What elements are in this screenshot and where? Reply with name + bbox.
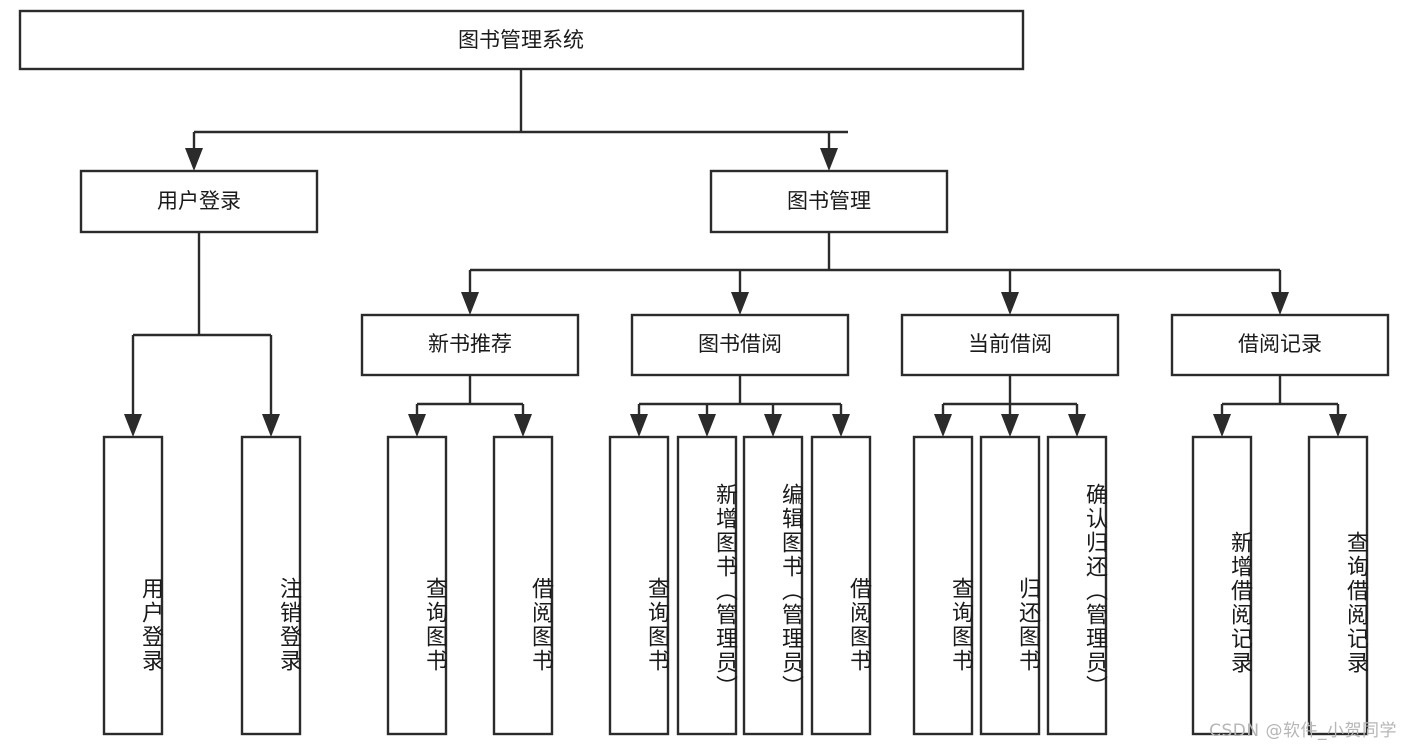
node-borrow-record[interactable]: 借阅记录 bbox=[1170, 313, 1390, 377]
node-root-label: 图书管理系统 bbox=[458, 28, 584, 52]
node-current-borrow[interactable]: 当前借阅 bbox=[900, 313, 1120, 377]
leaf-box-user-login-login[interactable] bbox=[102, 435, 164, 736]
connector-bookmgmt-to-level3 bbox=[461, 232, 1289, 315]
node-book-borrow[interactable]: 图书借阅 bbox=[630, 313, 850, 377]
leaf-box-newbook-borrow[interactable] bbox=[492, 435, 554, 736]
leaf-box-currentborrow-query[interactable] bbox=[912, 435, 974, 736]
connector-bookborrow-to-leaves bbox=[630, 375, 850, 437]
connector-newbook-to-leaves bbox=[408, 375, 532, 437]
node-root[interactable]: 图书管理系统 bbox=[18, 9, 1025, 71]
connector-userlogin-to-leaves bbox=[124, 232, 280, 437]
watermark: CSDN @软件_小贺同学 bbox=[1209, 721, 1397, 741]
leaf-box-user-login-logout[interactable] bbox=[240, 435, 302, 736]
leaf-box-bookborrow-query[interactable] bbox=[608, 435, 670, 736]
node-borrow-record-label: 借阅记录 bbox=[1238, 332, 1322, 356]
connector-borrowrecord-to-leaves bbox=[1213, 375, 1347, 437]
leaf-box-bookborrow-add[interactable] bbox=[676, 435, 738, 736]
leaf-box-bookborrow-edit[interactable] bbox=[742, 435, 804, 736]
leaf-box-newbook-query[interactable] bbox=[386, 435, 448, 736]
node-user-login[interactable]: 用户登录 bbox=[79, 169, 319, 234]
node-user-login-label: 用户登录 bbox=[157, 189, 241, 213]
node-new-book-recommend[interactable]: 新书推荐 bbox=[360, 313, 580, 377]
leaf-box-currentborrow-return[interactable] bbox=[979, 435, 1041, 736]
connector-root-to-level2 bbox=[185, 69, 848, 171]
leaf-box-bookborrow-borrow[interactable] bbox=[810, 435, 872, 736]
leaf-box-currentborrow-confirm[interactable] bbox=[1046, 435, 1108, 736]
node-new-book-recommend-label: 新书推荐 bbox=[428, 332, 512, 356]
node-book-management[interactable]: 图书管理 bbox=[709, 169, 949, 234]
node-book-management-label: 图书管理 bbox=[787, 189, 871, 213]
node-current-borrow-label: 当前借阅 bbox=[968, 332, 1052, 356]
leaf-box-borrowrecord-query[interactable] bbox=[1307, 435, 1369, 736]
node-book-borrow-label: 图书借阅 bbox=[698, 332, 782, 356]
connector-currentborrow-to-leaves bbox=[934, 375, 1086, 437]
leaf-box-borrowrecord-add[interactable] bbox=[1191, 435, 1253, 736]
